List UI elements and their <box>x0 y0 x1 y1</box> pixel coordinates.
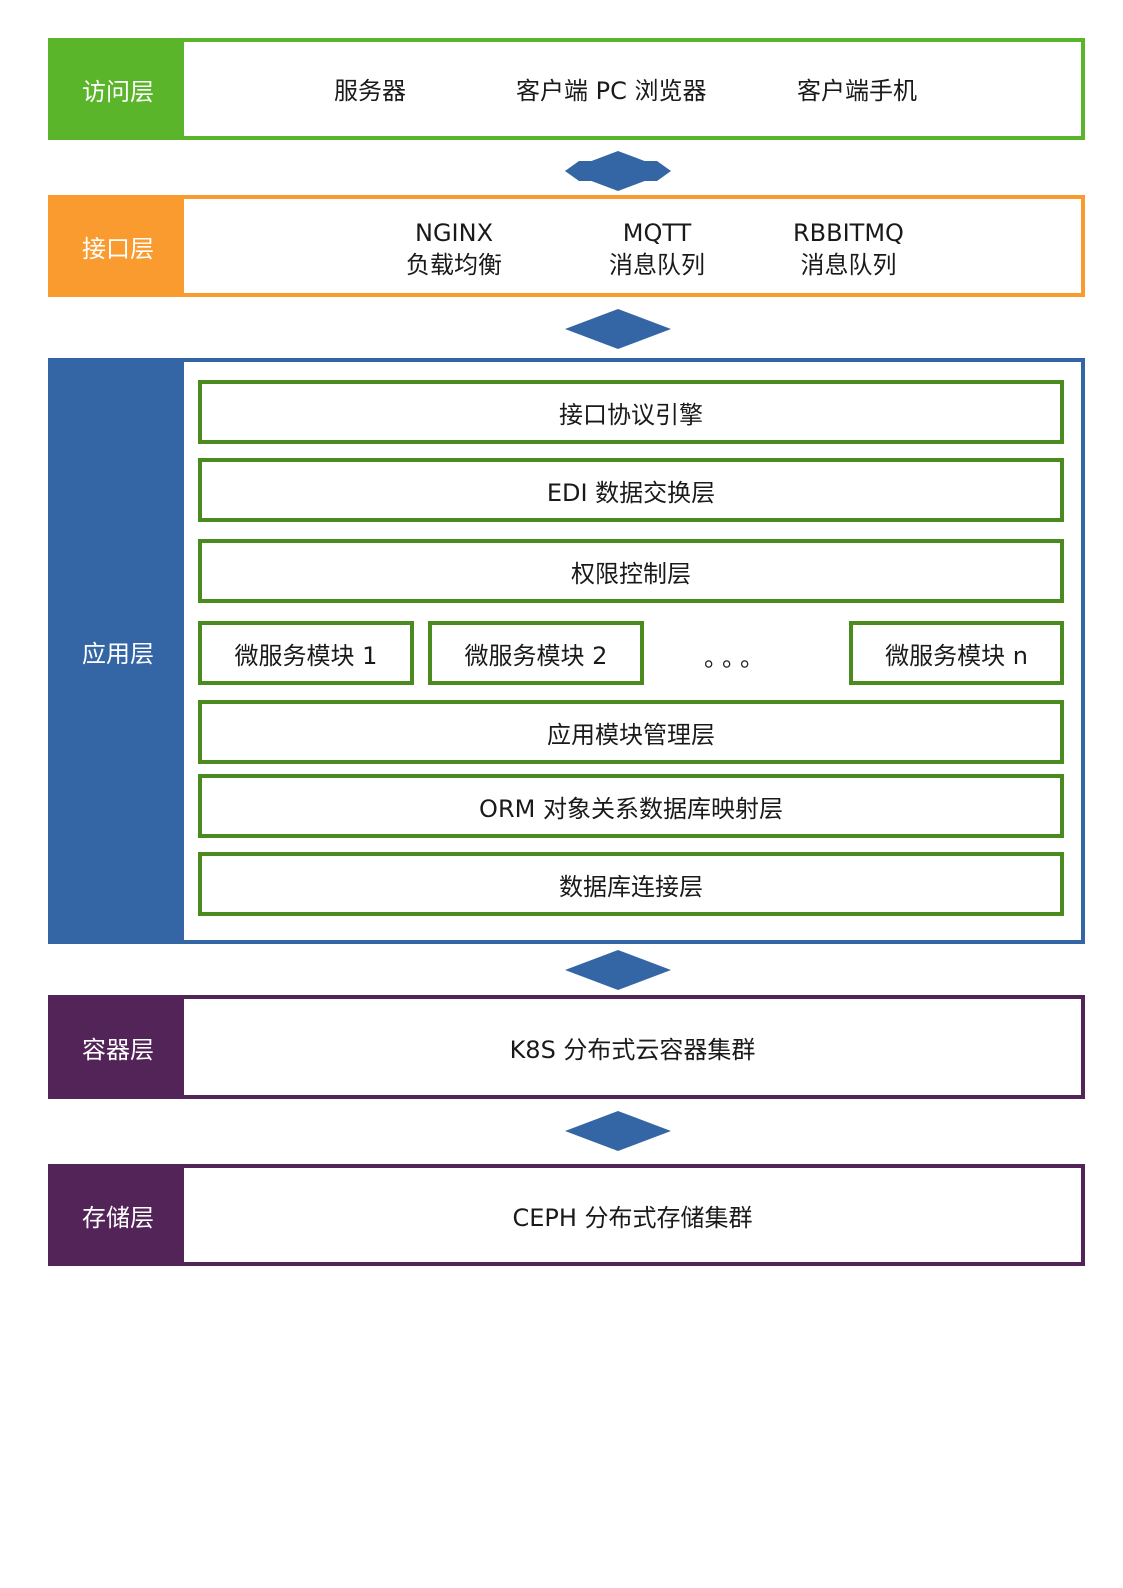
application-layer-body: 接口协议引擎 EDI 数据交换层 权限控制层 微服务模块 1 微服务模块 2 。… <box>184 362 1081 940</box>
storage-layer: 存储层 CEPH 分布式存储集群 <box>48 1164 1085 1266</box>
rabbitmq-name: RBBITMQ <box>793 219 904 247</box>
interface-item-rabbitmq: RBBITMQ 消息队列 <box>793 217 904 281</box>
module-management-box: 应用模块管理层 <box>198 700 1064 764</box>
microservice-module-n: 微服务模块 n <box>849 621 1064 685</box>
access-item-server: 服务器 <box>334 77 406 105</box>
container-content: K8S 分布式云容器集群 <box>509 1035 756 1064</box>
interface-item-nginx: NGINX 负载均衡 <box>406 217 502 281</box>
ellipsis: 。。。 <box>704 644 770 672</box>
orm-layer-box: ORM 对象关系数据库映射层 <box>198 774 1064 838</box>
mqtt-name: MQTT <box>622 219 692 247</box>
access-item-pc-browser: 客户端 PC 浏览器 <box>516 77 707 105</box>
access-item-mobile: 客户端手机 <box>797 77 917 105</box>
access-layer-body: 服务器 客户端 PC 浏览器 客户端手机 <box>184 42 1081 136</box>
container-layer: 容器层 K8S 分布式云容器集群 <box>48 995 1085 1099</box>
microservice-module-1: 微服务模块 1 <box>198 621 414 685</box>
protocol-engine-box: 接口协议引擎 <box>198 380 1064 444</box>
application-layer: 应用层 接口协议引擎 EDI 数据交换层 权限控制层 微服务模块 1 微服务模块… <box>48 358 1085 944</box>
nginx-desc: 负载均衡 <box>406 251 502 279</box>
interface-layer-label: 接口层 <box>52 199 184 293</box>
access-layer: 访问层 服务器 客户端 PC 浏览器 客户端手机 <box>48 38 1085 140</box>
edi-layer-box: EDI 数据交换层 <box>198 458 1064 522</box>
container-layer-label: 容器层 <box>52 999 184 1095</box>
nginx-name: NGINX <box>414 219 494 247</box>
storage-content: CEPH 分布式存储集群 <box>512 1203 753 1232</box>
access-layer-label: 访问层 <box>52 42 184 136</box>
microservice-module-2: 微服务模块 2 <box>428 621 644 685</box>
double-arrow-icon <box>565 1111 671 1151</box>
double-arrow-icon <box>565 950 671 990</box>
double-arrow-icon <box>565 151 671 191</box>
rabbitmq-desc: 消息队列 <box>800 251 897 279</box>
storage-layer-body: CEPH 分布式存储集群 <box>184 1168 1081 1262</box>
interface-layer: 接口层 NGINX 负载均衡 MQTT 消息队列 RBBITMQ 消息队列 <box>48 195 1085 297</box>
interface-item-mqtt: MQTT 消息队列 <box>609 217 705 281</box>
db-connection-box: 数据库连接层 <box>198 852 1064 916</box>
interface-layer-body: NGINX 负载均衡 MQTT 消息队列 RBBITMQ 消息队列 <box>184 199 1081 293</box>
container-layer-body: K8S 分布式云容器集群 <box>184 999 1081 1095</box>
storage-layer-label: 存储层 <box>52 1168 184 1262</box>
application-layer-label: 应用层 <box>52 362 184 940</box>
permission-layer-box: 权限控制层 <box>198 539 1064 603</box>
mqtt-desc: 消息队列 <box>609 251 705 279</box>
double-arrow-icon <box>565 309 671 349</box>
